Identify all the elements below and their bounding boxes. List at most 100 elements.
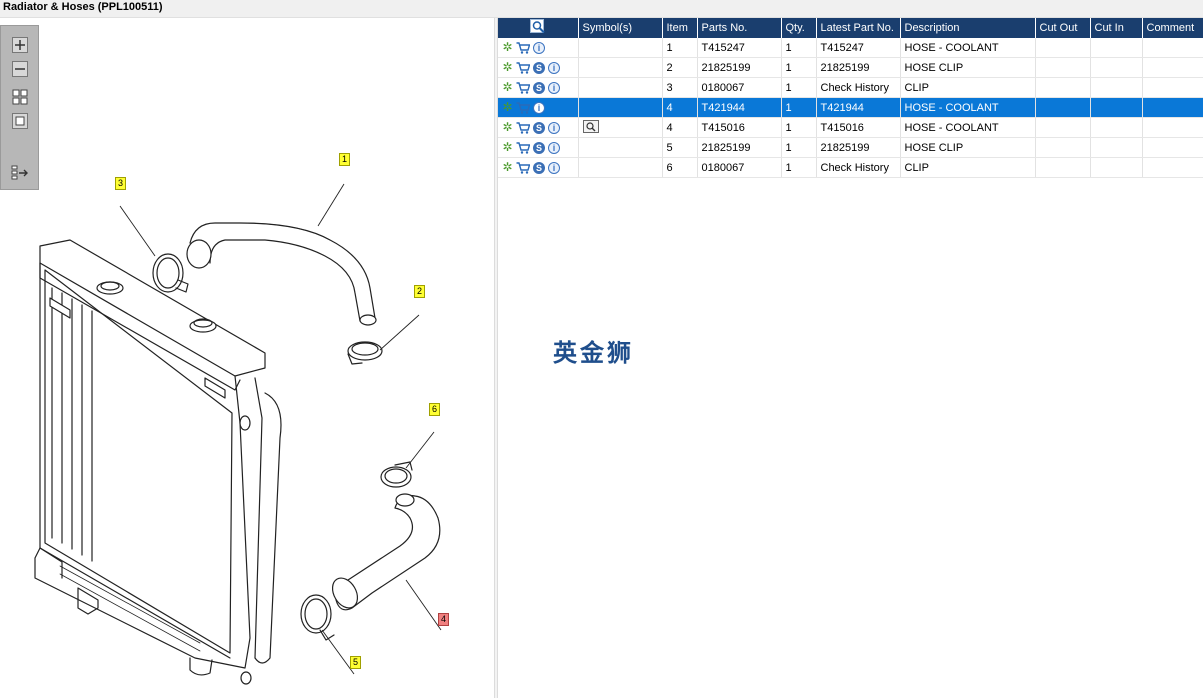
symbols-cell [578,157,663,178]
info-icon[interactable]: i [548,141,560,154]
actual-size-icon[interactable] [11,112,29,130]
column-header-cut-in[interactable]: Cut In [1090,18,1143,38]
cut-out-cell [1035,57,1091,78]
settings-gear-icon[interactable]: ✲ [502,80,513,94]
callout-4[interactable]: 4 [438,613,449,626]
clip-6-drawing [380,461,413,488]
window-title: Radiator & Hoses (PPL100511) [3,1,163,13]
column-header-item[interactable]: Item [662,18,698,38]
add-to-cart-icon[interactable] [516,141,530,154]
add-to-cart-icon[interactable] [516,121,530,134]
settings-gear-icon[interactable]: ✲ [502,140,513,154]
exploded-diagram [34,183,442,685]
supersession-icon[interactable]: S [533,81,545,94]
add-to-cart-icon[interactable] [516,81,530,94]
latest-part-no-cell: T421944 [816,97,901,118]
cut-out-cell [1035,137,1091,158]
add-to-cart-icon[interactable] [516,161,530,174]
add-to-cart-icon[interactable] [516,101,530,114]
column-header-description[interactable]: Description [900,18,1036,38]
zoom-out-icon[interactable] [11,60,29,78]
comment-cell [1142,117,1203,138]
info-icon[interactable]: i [548,121,560,134]
callout-3[interactable]: 3 [115,177,126,190]
supersession-icon[interactable]: S [533,61,545,74]
info-icon[interactable]: i [533,101,545,114]
cut-out-cell [1035,117,1091,138]
info-icon[interactable]: i [533,41,545,54]
fit-page-icon[interactable] [11,88,29,106]
item-cell: 5 [662,137,698,158]
description-cell: CLIP [900,157,1036,178]
zoom-toolbar [0,25,39,190]
description-cell: HOSE - COOLANT [900,38,1036,58]
row-actions-cell: ✲i [498,97,579,118]
description-cell: HOSE CLIP [900,57,1036,78]
export-icon[interactable] [11,164,29,182]
column-header-part-no[interactable]: Parts No. [697,18,782,38]
settings-gear-icon[interactable]: ✲ [502,100,513,114]
comment-cell [1142,38,1203,58]
callout-5[interactable]: 5 [350,656,361,669]
column-header-symbols[interactable]: Symbol(s) [578,18,663,38]
preview-column-header[interactable] [498,18,579,38]
symbols-cell [578,57,663,78]
callout-1[interactable]: 1 [339,153,350,166]
column-header-cut-out[interactable]: Cut Out [1035,18,1091,38]
watermark-text: 英金狮 [553,340,634,367]
symbols-cell [578,97,663,118]
cut-in-cell [1090,117,1143,138]
settings-gear-icon[interactable]: ✲ [502,60,513,74]
description-cell: HOSE CLIP [900,137,1036,158]
parts-table: Symbol(s) Item Parts No. Qty. Latest Par… [498,18,1203,178]
item-cell: 2 [662,57,698,78]
settings-gear-icon[interactable]: ✲ [502,160,513,174]
zoom-in-icon[interactable] [11,36,29,54]
settings-gear-icon[interactable]: ✲ [502,40,513,54]
info-icon[interactable]: i [548,81,560,94]
item-cell: 4 [662,117,698,138]
latest-part-no-cell: T415016 [816,117,901,138]
kit-icon[interactable] [582,119,599,133]
add-to-cart-icon[interactable] [516,41,530,54]
info-icon[interactable]: i [548,161,560,174]
pane-splitter[interactable] [494,18,498,698]
settings-gear-icon[interactable]: ✲ [502,120,513,134]
cut-in-cell [1090,38,1143,58]
lower-hose-drawing [331,493,441,611]
qty-cell: 1 [781,57,817,78]
qty-cell: 1 [781,157,817,178]
column-header-comment[interactable]: Comment [1142,18,1203,38]
description-cell: CLIP [900,77,1036,98]
column-header-latest-part-no[interactable]: Latest Part No. [816,18,901,38]
add-to-cart-icon[interactable] [516,61,530,74]
supersession-icon[interactable]: S [533,121,545,134]
table-header-row: Symbol(s) Item Parts No. Qty. Latest Par… [498,18,1203,38]
supersession-icon[interactable]: S [533,141,545,154]
cut-out-cell [1035,157,1091,178]
upper-hose-drawing [186,222,377,326]
callout-6[interactable]: 6 [429,403,440,416]
diagram-pane[interactable]: 1 2 3 4 5 6 [0,18,494,698]
clip-5-drawing [300,594,335,641]
part-no-cell: 0180067 [697,157,782,178]
comment-cell [1142,97,1203,118]
info-icon[interactable]: i [548,61,560,74]
column-header-qty[interactable]: Qty. [781,18,817,38]
supersession-icon[interactable]: S [533,161,545,174]
search-preview-icon[interactable] [529,19,546,34]
callout-2[interactable]: 2 [414,285,425,298]
